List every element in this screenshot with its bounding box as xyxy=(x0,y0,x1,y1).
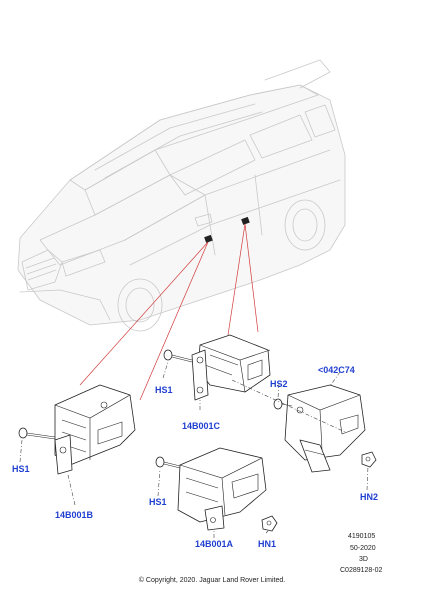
door-module-14b001a[interactable] xyxy=(177,447,267,531)
callout-14b001c[interactable]: 14B001C xyxy=(182,421,221,431)
screw-hs1-left[interactable] xyxy=(18,427,56,440)
drawing-code: C0289128-02 xyxy=(340,567,383,574)
copyright-notice: © Copyright, 2020. Jaguar Land Rover Lim… xyxy=(138,577,286,584)
screw-hs1-top[interactable] xyxy=(163,349,193,363)
reference-number: 4190105 xyxy=(348,533,376,540)
location-reference-lines xyxy=(79,223,259,401)
door-module-14b001b[interactable] xyxy=(54,384,136,475)
callout-hn2[interactable]: HN2 xyxy=(360,492,379,502)
callout-hs1-bottom[interactable]: HS1 xyxy=(149,497,167,507)
screw-hs2[interactable] xyxy=(273,398,293,410)
module-location-markers xyxy=(204,216,250,243)
callout-14b001a[interactable]: 14B001A xyxy=(195,539,234,549)
leader-lines xyxy=(19,361,369,538)
nut-hn1[interactable] xyxy=(261,515,278,532)
reference-view: 3D xyxy=(359,556,368,563)
reference-date: 50-2020 xyxy=(350,545,376,552)
callout-hn1[interactable]: HN1 xyxy=(258,539,277,549)
door-module-14b001c[interactable] xyxy=(191,334,271,401)
callout-hs2[interactable]: HS2 xyxy=(270,379,288,389)
screw-hs1-bottom[interactable] xyxy=(155,456,181,469)
callout-hs1-top[interactable]: HS1 xyxy=(155,385,173,395)
sensor-module-042c74[interactable] xyxy=(284,384,366,473)
nut-hn2[interactable] xyxy=(361,451,377,468)
callout-hs1-left[interactable]: HS1 xyxy=(12,464,30,474)
callout-14b001b[interactable]: 14B001B xyxy=(55,510,94,520)
vehicle-illustration xyxy=(17,59,346,332)
callout-042c74[interactable]: <042C74 xyxy=(318,365,355,375)
